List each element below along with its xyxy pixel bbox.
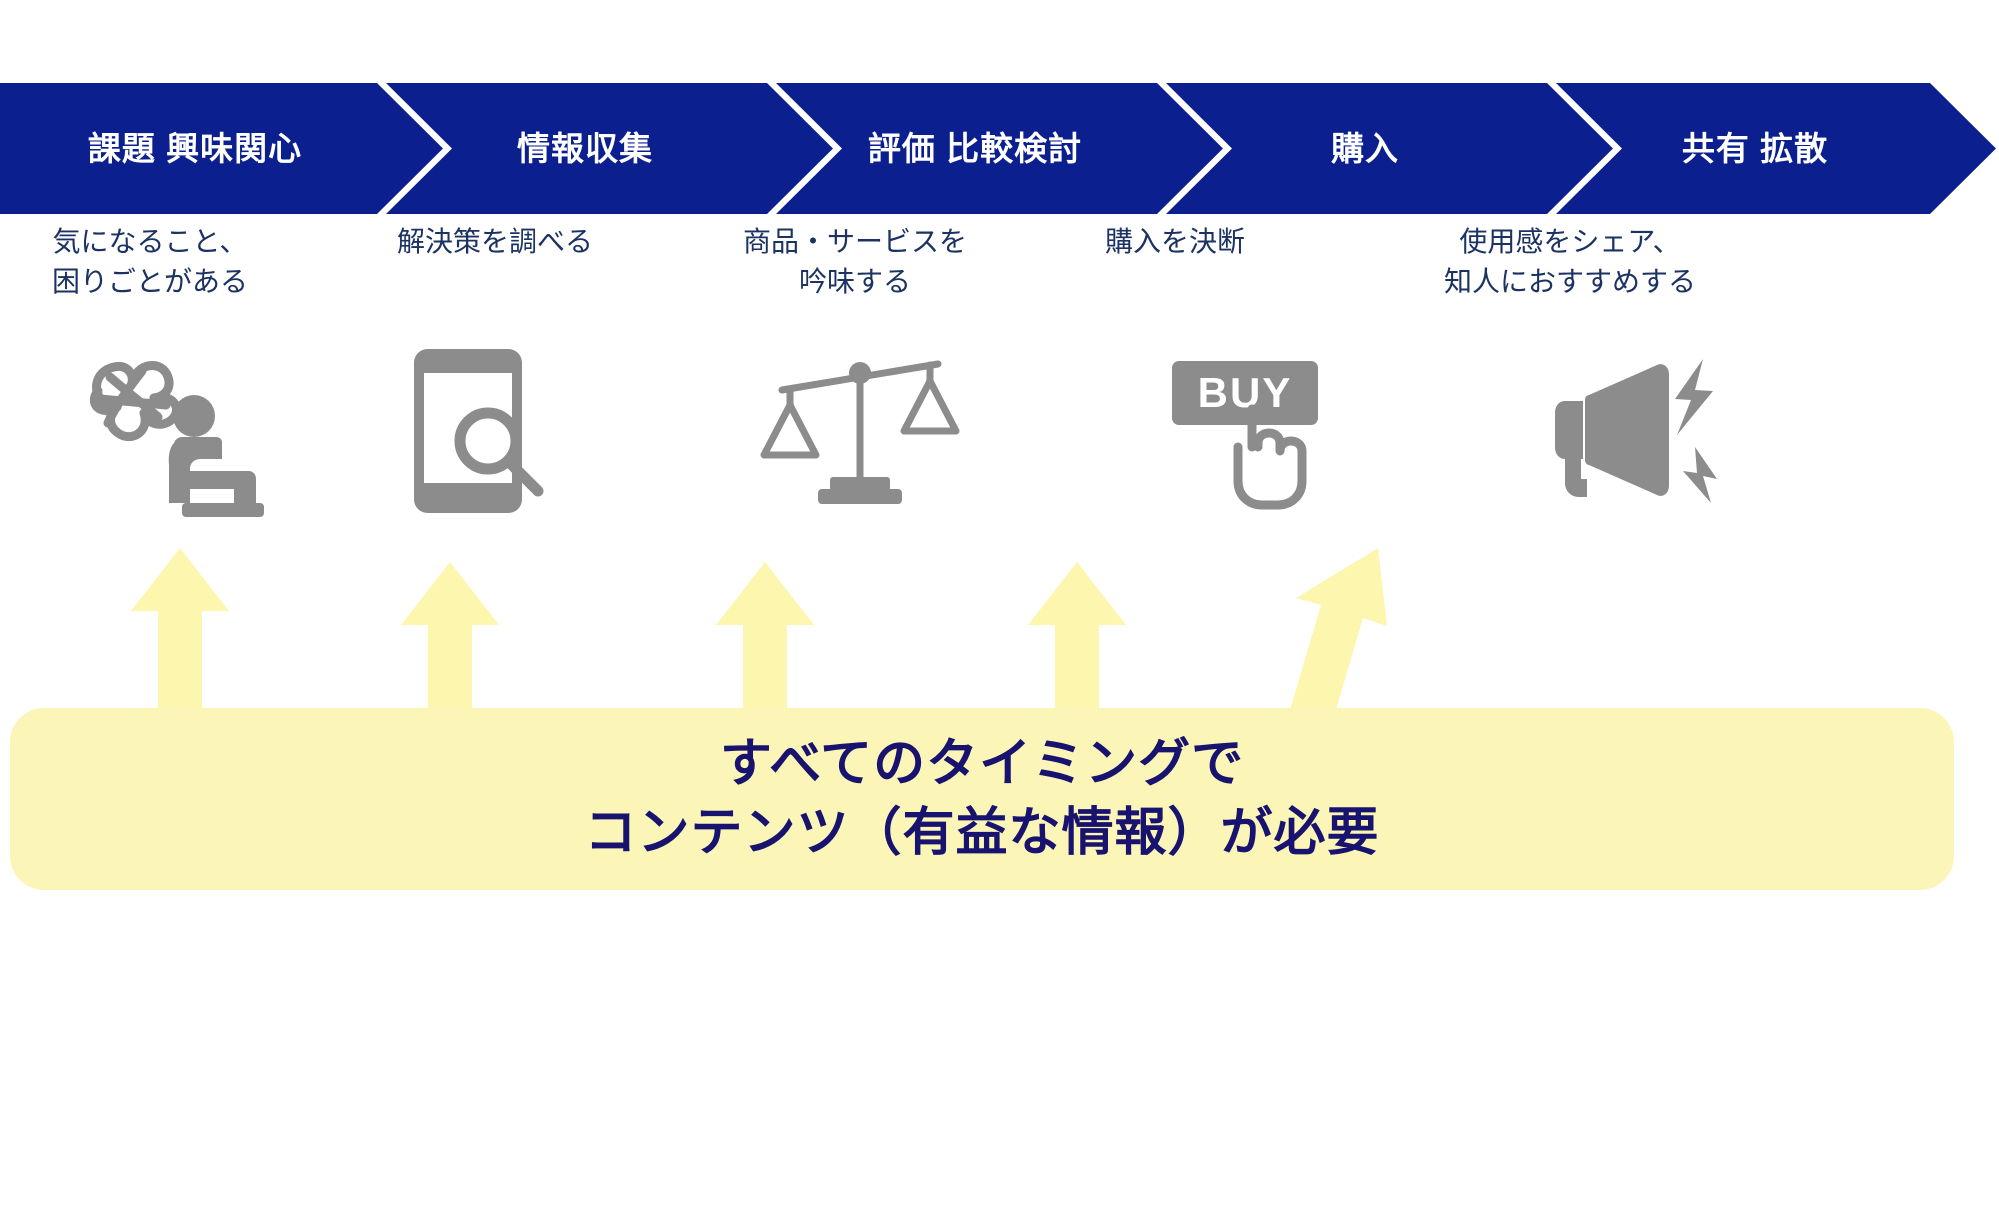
stage-label-2[interactable]: 情報収集 bbox=[517, 129, 653, 167]
balance-scale-icon bbox=[760, 360, 960, 504]
stage-description-1: 気になること、 困りごとがある bbox=[51, 226, 248, 297]
upward-arrow-5 bbox=[1290, 548, 1410, 723]
chevron-shapes bbox=[0, 83, 1996, 214]
upward-arrow-icon bbox=[1028, 562, 1126, 722]
upward-arrow-2 bbox=[395, 562, 505, 722]
stage-label-5[interactable]: 共有 拡散 bbox=[1681, 129, 1829, 167]
stage-label-4[interactable]: 購入 bbox=[1331, 129, 1399, 167]
upward-arrow-3 bbox=[710, 562, 820, 722]
stage-description-3: 商品・サービスを 吟味する bbox=[742, 226, 967, 297]
buy-button-shape bbox=[1172, 360, 1318, 425]
stage-description-4: 購入を決断 bbox=[1104, 226, 1245, 257]
content-callout-box: すべてのタイミングで コンテンツ（有益な情報）が必要 bbox=[10, 708, 1954, 890]
person-thinking-scribble-icon bbox=[89, 360, 264, 517]
upward-arrow-icon bbox=[401, 562, 499, 722]
stage-label-3[interactable]: 評価 比較検討 bbox=[867, 129, 1083, 167]
stage-description-2: 解決策を調べる bbox=[396, 226, 593, 257]
content-callout-text: すべてのタイミングで コンテンツ（有益な情報）が必要 bbox=[584, 735, 1380, 862]
stage-description-5: 使用感をシェア、 知人におすすめする bbox=[1443, 226, 1696, 297]
icon-slot-2 bbox=[355, 340, 585, 520]
journey-stage-banner: 課題 興味関心 情報収集 評価 比較検討 購入 共有 拡散 bbox=[0, 83, 1999, 214]
icon-slot-1 bbox=[55, 340, 285, 520]
icon-slot-4: BUY bbox=[1135, 340, 1365, 520]
stage-label-1[interactable]: 課題 興味関心 bbox=[87, 129, 303, 167]
buy-button-text: BUY bbox=[1198, 369, 1293, 416]
upward-arrow-icon bbox=[131, 548, 229, 723]
buy-button-click-icon: BUY bbox=[1172, 360, 1318, 509]
icon-slot-5 bbox=[1520, 340, 1750, 520]
upward-arrow-icon bbox=[716, 562, 814, 722]
upward-arrow-icon bbox=[1290, 548, 1387, 723]
megaphone-icon bbox=[1555, 358, 1717, 503]
icon-slot-3 bbox=[745, 340, 975, 520]
chevron-band bbox=[0, 83, 1996, 214]
upward-arrow-4 bbox=[1022, 562, 1132, 722]
upward-arrow-1 bbox=[125, 548, 235, 723]
smartphone-search-icon bbox=[414, 348, 544, 513]
